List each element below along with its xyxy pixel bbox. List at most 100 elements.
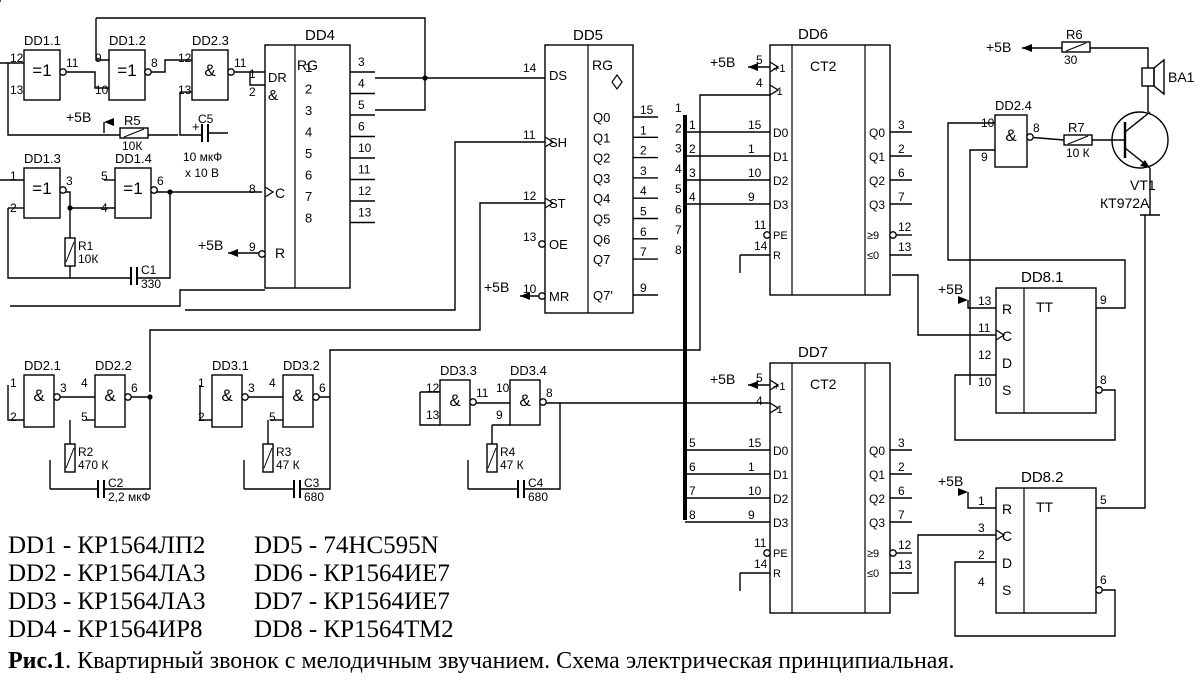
pin-number: 4 bbox=[640, 184, 647, 198]
gate-symbol: & bbox=[1005, 126, 1017, 145]
pin-function: D bbox=[1002, 355, 1012, 371]
wire bbox=[96, 17, 426, 111]
pin-function: S bbox=[1002, 582, 1011, 598]
pin-number: 4 bbox=[81, 376, 88, 390]
pin-number: 3 bbox=[60, 381, 67, 395]
pin-number: 11 bbox=[66, 56, 79, 70]
pin-number: 5 bbox=[269, 410, 276, 424]
clock-triangle bbox=[995, 329, 1006, 341]
wire bbox=[149, 202, 545, 392]
wire bbox=[7, 208, 131, 279]
legend-item: DD7 - КР1564ИЕ7 bbox=[254, 588, 450, 615]
gate-symbol: =1 bbox=[32, 61, 51, 80]
pin-number: 12 bbox=[523, 189, 537, 203]
pin-number: 6 bbox=[898, 166, 905, 180]
supply-label: +5В bbox=[710, 54, 735, 70]
resistor-name: R7 bbox=[1068, 120, 1085, 135]
data-input-label: D2 bbox=[773, 492, 789, 506]
pin-number: 3 bbox=[978, 521, 985, 535]
inversion-bubble bbox=[538, 240, 546, 248]
ic-dd4 bbox=[264, 44, 351, 289]
junction-dot bbox=[67, 205, 73, 211]
pin-number: 1 bbox=[10, 376, 17, 390]
pin-number: 2 bbox=[978, 548, 985, 562]
wire bbox=[95, 18, 109, 61]
ic-dd7 bbox=[769, 362, 891, 614]
pin-number: 5 bbox=[358, 98, 365, 112]
resistor-name: R6 bbox=[1066, 27, 1083, 42]
output-label: 5 bbox=[305, 146, 312, 161]
parts: DD1.1=1121311DD1.2=19108DD2.3&121311DD1.… bbox=[10, 26, 1195, 614]
pin-number: 4 bbox=[978, 575, 985, 589]
capacitor-name: C4 bbox=[528, 476, 544, 490]
wire bbox=[185, 141, 545, 311]
pin-number: 11 bbox=[978, 321, 991, 335]
resistor-stroke bbox=[1067, 135, 1089, 145]
clock-triangle bbox=[544, 136, 555, 148]
data-input-label: D0 bbox=[773, 126, 789, 140]
speaker-name: BA1 bbox=[1168, 69, 1195, 85]
pin-number: 13 bbox=[178, 83, 192, 97]
output-label: Q3 bbox=[593, 171, 610, 186]
bus-line-number: 1 bbox=[689, 118, 696, 132]
pin-number: 3 bbox=[358, 55, 365, 69]
pin-number: 8 bbox=[546, 386, 553, 400]
circuit-schematic: DD1.1=1121311DD1.2=19108DD2.3&121311DD1.… bbox=[0, 0, 1195, 637]
clock-triangle bbox=[769, 402, 780, 414]
pin-number: 2 bbox=[10, 410, 17, 424]
data-input-label: D3 bbox=[773, 516, 789, 530]
pin-function: ≤0 bbox=[867, 568, 879, 580]
wire bbox=[179, 92, 202, 136]
pin-number: 5 bbox=[101, 169, 108, 183]
inversion-bubble bbox=[312, 393, 320, 401]
pin-number: 5 bbox=[640, 205, 647, 219]
wire bbox=[10, 289, 265, 307]
output-label: Q2 bbox=[869, 492, 885, 506]
capacitor-value: 330 bbox=[141, 277, 161, 291]
pin-number: 12 bbox=[978, 348, 992, 362]
junction-dot bbox=[422, 75, 428, 81]
wire bbox=[892, 534, 996, 594]
pin-number: 5 bbox=[756, 53, 763, 67]
supply-label: +5В bbox=[198, 237, 223, 253]
pin-number: 3 bbox=[248, 381, 255, 395]
logic-gate bbox=[108, 49, 146, 101]
inversion-bubble bbox=[1095, 386, 1103, 394]
logic-gate bbox=[994, 114, 1028, 168]
pin-function: MR bbox=[549, 289, 569, 304]
pin-number: 3 bbox=[898, 436, 905, 450]
pin-number: 12 bbox=[426, 381, 440, 395]
gate-symbol: =1 bbox=[123, 179, 142, 198]
pin-number: 5 bbox=[756, 371, 763, 385]
ic-label: DD7 bbox=[798, 344, 828, 361]
resistor-name: R2 bbox=[78, 445, 94, 459]
pin-number: 4 bbox=[756, 76, 763, 90]
resistor-stroke bbox=[123, 128, 145, 138]
gate-label: DD1.2 bbox=[109, 33, 146, 48]
pin-number: 11 bbox=[358, 163, 371, 177]
resistor-value: 47 К bbox=[276, 458, 300, 472]
resistor-name: R4 bbox=[500, 445, 516, 459]
pin-number: 9 bbox=[1100, 293, 1107, 307]
wire bbox=[313, 94, 770, 398]
pin-number: 5 bbox=[81, 410, 88, 424]
logic-gate bbox=[509, 379, 541, 426]
wire bbox=[1090, 47, 1149, 68]
wire bbox=[954, 561, 1116, 637]
pin-function: SH bbox=[549, 135, 567, 150]
caption-text: . Квартирный звонок с мелодичным звучани… bbox=[65, 648, 955, 674]
resistor-stroke bbox=[263, 447, 273, 469]
pin-function: C bbox=[1002, 328, 1012, 344]
pin-number: 14 bbox=[754, 239, 768, 253]
pin-number: 11 bbox=[754, 536, 767, 550]
clock-triangle bbox=[264, 186, 275, 198]
pin-number: 2 bbox=[640, 144, 647, 158]
pin-number: 9 bbox=[748, 190, 755, 204]
wire bbox=[969, 149, 995, 385]
wire bbox=[199, 385, 212, 421]
pin-number: 1 bbox=[978, 494, 985, 508]
bus-line-number: 5 bbox=[689, 436, 696, 450]
ic-type: CT2 bbox=[810, 376, 837, 392]
pin-function: DR bbox=[268, 70, 287, 85]
pin-function: R bbox=[773, 568, 781, 580]
